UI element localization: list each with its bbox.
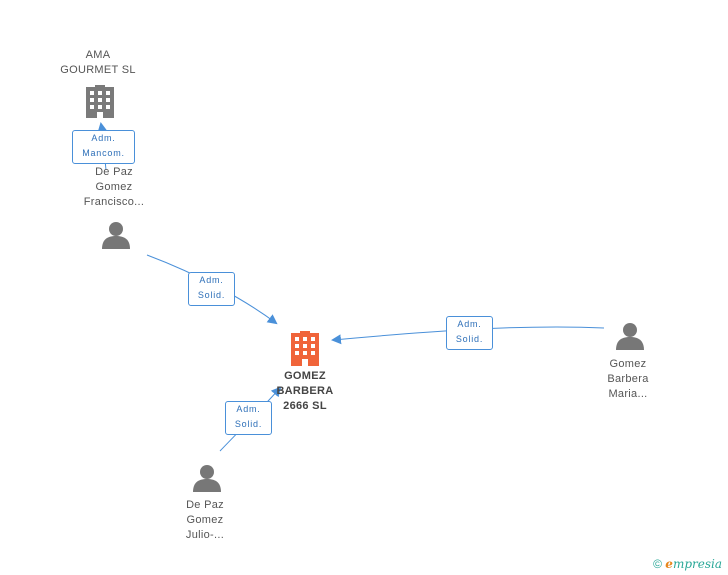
relation-line: Adm. [91,133,116,143]
brand-initial: e [665,557,673,571]
label-line: Maria... [608,388,648,400]
building-icon-main[interactable] [291,331,319,366]
person-icon-maria[interactable] [616,323,644,350]
label-line: GOMEZ [284,370,326,382]
relation-badge-adm-mancom[interactable]: Adm. Mancom. [72,130,135,164]
person-icon-francisco[interactable] [102,222,130,249]
node-label-ama[interactable]: AMA GOURMET SL [48,48,148,78]
label-line: Julio-... [185,529,225,541]
label-line: GOURMET SL [60,64,136,76]
label-line: AMA [85,49,111,61]
label-line: Francisco... [83,196,145,208]
label-line: Barbera [607,373,649,385]
relation-badge-adm-solid-francisco[interactable]: Adm. Solid. [188,272,235,306]
relation-line: Adm. [236,404,261,414]
relation-badge-adm-solid-maria[interactable]: Adm. Solid. [446,316,493,350]
label-line: Gomez [95,181,133,193]
node-label-francisco[interactable]: De Paz Gomez Francisco... [64,165,164,210]
brand-rest: mpresia [672,557,722,571]
node-label-maria[interactable]: Gomez Barbera Maria... [578,357,678,402]
relation-badge-adm-solid-julio[interactable]: Adm. Solid. [225,401,272,435]
relation-line: Adm. [199,275,224,285]
label-line: De Paz [186,499,224,511]
brand-footer[interactable]: © empresia [653,557,722,571]
building-icon[interactable] [86,85,114,118]
node-label-julio[interactable]: De Paz Gomez Julio-... [155,498,255,543]
label-line: Gomez [609,358,647,370]
label-line: 2666 SL [283,400,327,412]
label-line: Gomez [186,514,224,526]
relation-line: Solid. [197,290,226,300]
relation-line: Mancom. [82,148,125,158]
copyright-icon: © [653,557,662,571]
label-line: De Paz [95,166,133,178]
label-line: BARBERA [276,385,334,397]
relation-line: Solid. [234,419,263,429]
node-label-main[interactable]: GOMEZ BARBERA 2666 SL [255,369,355,414]
relation-line: Solid. [455,334,484,344]
brand-logo: empresia [665,557,722,571]
relation-line: Adm. [457,319,482,329]
person-icon-julio[interactable] [193,465,221,492]
